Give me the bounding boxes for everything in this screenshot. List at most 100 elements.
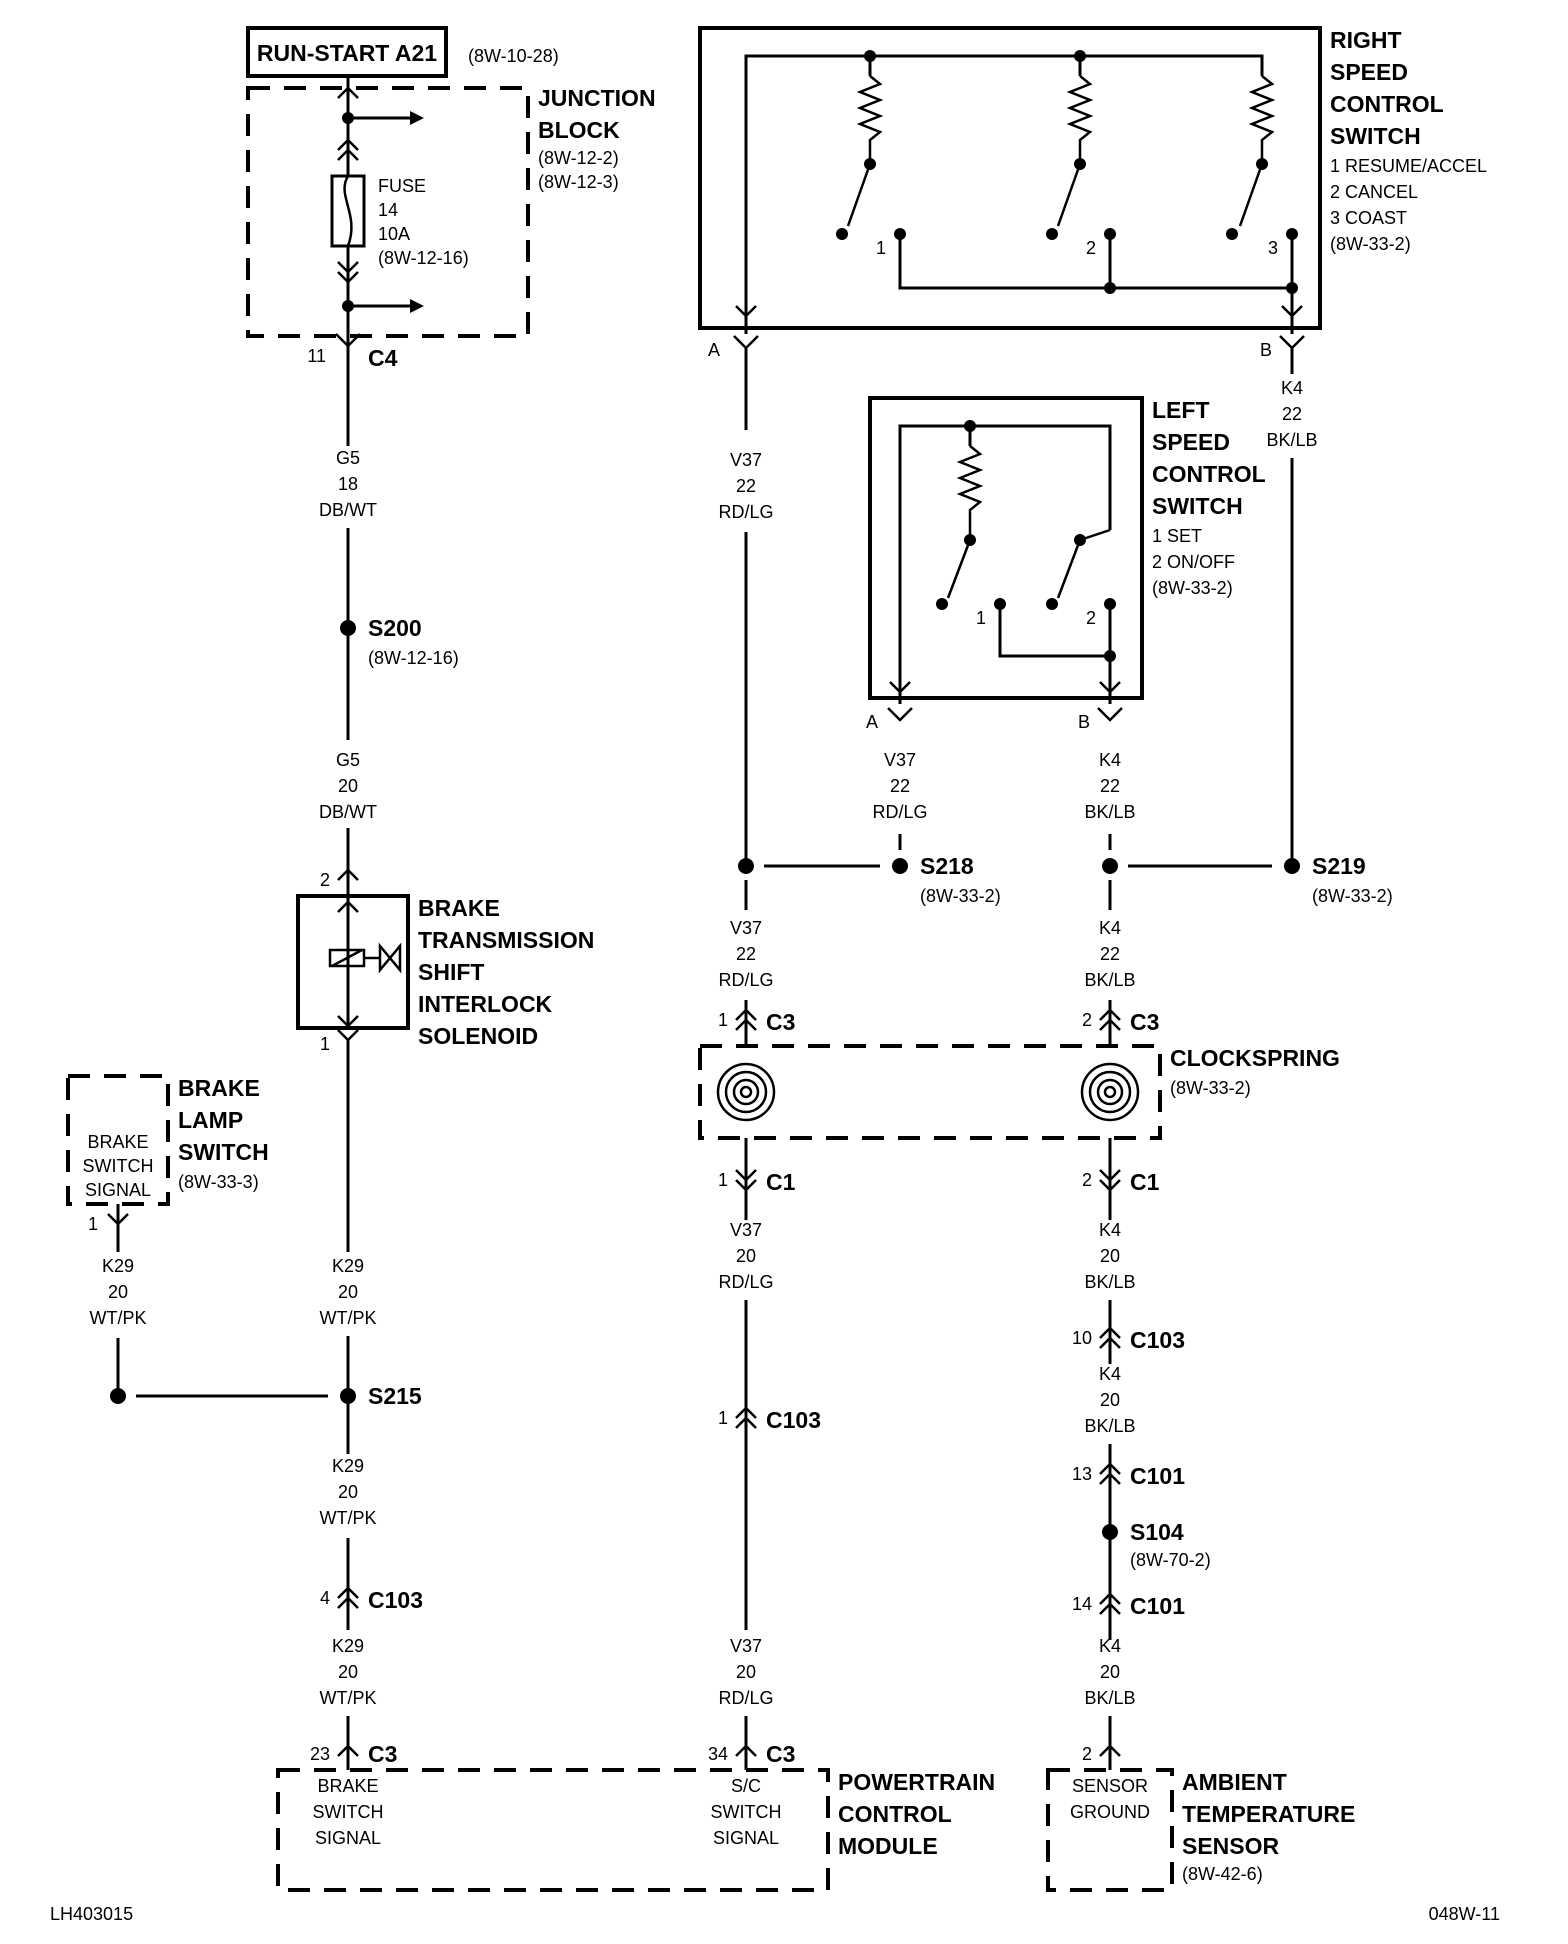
k4-right-circuit: K4	[1281, 378, 1303, 398]
bts-pin-bottom: 1	[320, 1034, 330, 1054]
connector-chevron	[735, 1179, 757, 1192]
k4-left-sw-color: BK/LB	[1084, 802, 1135, 822]
left-switch-name-4: SWITCH	[1152, 493, 1243, 519]
connector-chevron	[337, 1744, 359, 1757]
bls-name-3: SWITCH	[178, 1139, 269, 1165]
bts-solenoid: 2 1 BRAKE TRANSMISSION SHIFT INTERLOCK S…	[296, 868, 594, 1054]
v37-top-circuit: V37	[730, 450, 762, 470]
g5-bottom-circuit: G5	[336, 750, 360, 770]
valve-icon	[378, 942, 402, 974]
switch-contact-1a	[836, 228, 848, 240]
connector-chevron	[889, 681, 911, 694]
c101-b-name: C101	[1130, 1593, 1185, 1619]
run-start-ref: (8W-10-28)	[468, 46, 559, 66]
feed-arrow-head	[410, 111, 424, 125]
connector-chevron	[1099, 1008, 1121, 1021]
bts-pin-top: 2	[320, 870, 330, 890]
bls-inner-3: SIGNAL	[85, 1180, 151, 1200]
v37-c1-color: RD/LG	[718, 1272, 773, 1292]
connector-chevron	[337, 1586, 359, 1599]
k4-low-gauge: 20	[1100, 1662, 1120, 1682]
fuse-label-2: 14	[378, 200, 398, 220]
c103-k29-pin: 4	[320, 1588, 330, 1608]
left-resistor	[956, 445, 984, 540]
connector-chevron	[1099, 1462, 1121, 1475]
connector-c101-a: 13 C101	[1072, 1462, 1185, 1489]
left-switch-bus	[998, 604, 1110, 658]
c1-cs-left-name: C1	[766, 1169, 796, 1195]
k29-bls-color: WT/PK	[90, 1308, 147, 1328]
pcm-name-1: POWERTRAIN	[838, 1769, 995, 1795]
left-switch-detail-2: 2 ON/OFF	[1152, 552, 1235, 572]
sensor-inner-2: GROUND	[1070, 1802, 1150, 1822]
clockspring-ref: (8W-33-2)	[1170, 1078, 1251, 1098]
right-switch-name-4: SWITCH	[1330, 123, 1421, 149]
connector-chevron	[1279, 335, 1305, 350]
k4-left-sw-gauge: 22	[1100, 776, 1120, 796]
c3-pcm-left-pin: 23	[310, 1744, 330, 1764]
c3-pcm-right-name: C3	[766, 1741, 795, 1767]
connector-chevron	[337, 900, 359, 913]
pcm-name-2: CONTROL	[838, 1801, 952, 1827]
connector-c103-v37: 1 C103	[718, 1406, 821, 1433]
left-switch-common-wire	[898, 424, 1112, 704]
resistor-1	[856, 75, 884, 164]
bls-pin: 1	[88, 1214, 98, 1234]
brake-lamp-switch-outline	[66, 1074, 170, 1206]
k29-low-gauge: 20	[338, 1662, 358, 1682]
right-switch-detail-1: 1 RESUME/ACCEL	[1330, 156, 1487, 176]
resistor-3	[1248, 75, 1276, 164]
bts-solenoid-box	[296, 894, 410, 1030]
junction-block: JUNCTION BLOCK (8W-12-2) (8W-12-3) FUSE …	[246, 76, 656, 360]
c101-a-pin: 13	[1072, 1464, 1092, 1484]
right-switch-bus	[898, 234, 1292, 290]
s200-ref: (8W-12-16)	[368, 648, 459, 668]
c3-cs-right-pin: 2	[1082, 1010, 1092, 1030]
c1-cs-right-name: C1	[1130, 1169, 1160, 1195]
connector-chevron	[1099, 1592, 1121, 1605]
solenoid-coil-slash	[331, 948, 363, 968]
sensor-name-2: TEMPERATURE	[1182, 1801, 1355, 1827]
right-switch-node-1	[864, 50, 876, 62]
footer-right: 048W-11	[1429, 1904, 1500, 1924]
s218-name: S218	[920, 853, 974, 879]
switch-contact-3a	[1226, 228, 1238, 240]
left-switch-arm-1	[946, 539, 972, 599]
left-pivot-link	[1079, 528, 1111, 542]
k4-c1-gauge: 20	[1100, 1246, 1120, 1266]
v37-left-sw-color: RD/LG	[872, 802, 927, 822]
g5-top-circuit: G5	[336, 448, 360, 468]
g5-bottom-color: DB/WT	[319, 802, 377, 822]
g5-top-color: DB/WT	[319, 500, 377, 520]
k29-mid-gauge: 20	[338, 1482, 358, 1502]
connector-chevron	[735, 1008, 757, 1021]
connector-c103-k29: 4 C103	[320, 1586, 423, 1613]
right-speed-control-switch: 1 2 3 A B RIGHT SPEED CONTROL SWITCH 1 R…	[698, 26, 1487, 360]
connector-chevron	[1099, 1169, 1121, 1182]
k29-bls-gauge: 20	[108, 1282, 128, 1302]
k29-sol-color: WT/PK	[320, 1308, 377, 1328]
k4-mid-circuit: K4	[1099, 918, 1121, 938]
k4-left-sw-circuit: K4	[1099, 750, 1121, 770]
k4-c103-color: BK/LB	[1084, 1416, 1135, 1436]
c4-name: C4	[368, 345, 398, 371]
right-contact-3: 3	[1268, 238, 1278, 258]
connector-c103-k4: 10 C103	[1072, 1326, 1185, 1353]
left-switch-box	[868, 396, 1144, 700]
s215-name: S215	[368, 1383, 422, 1409]
right-pin-a: A	[708, 340, 720, 360]
s219-name: S219	[1312, 853, 1366, 879]
c101-b-pin: 14	[1072, 1594, 1092, 1614]
s219-junction-dot	[1102, 858, 1118, 874]
connector-chevron	[733, 335, 759, 350]
switch-contact-2a	[1046, 228, 1058, 240]
connector-c1-cs-right: 2 C1	[1082, 1138, 1160, 1220]
connector-chevron	[735, 305, 757, 318]
connector-c3-pcm-left: 23 C3	[310, 1741, 397, 1767]
junction-block-ref-1: (8W-12-2)	[538, 148, 619, 168]
left-switch-node	[964, 420, 976, 432]
connector-chevron	[1097, 707, 1123, 722]
bts-name-5: SOLENOID	[418, 1023, 538, 1049]
connector-c3-pcm-right: 34 C3	[708, 1741, 795, 1767]
connector-chevron	[1099, 1336, 1121, 1349]
